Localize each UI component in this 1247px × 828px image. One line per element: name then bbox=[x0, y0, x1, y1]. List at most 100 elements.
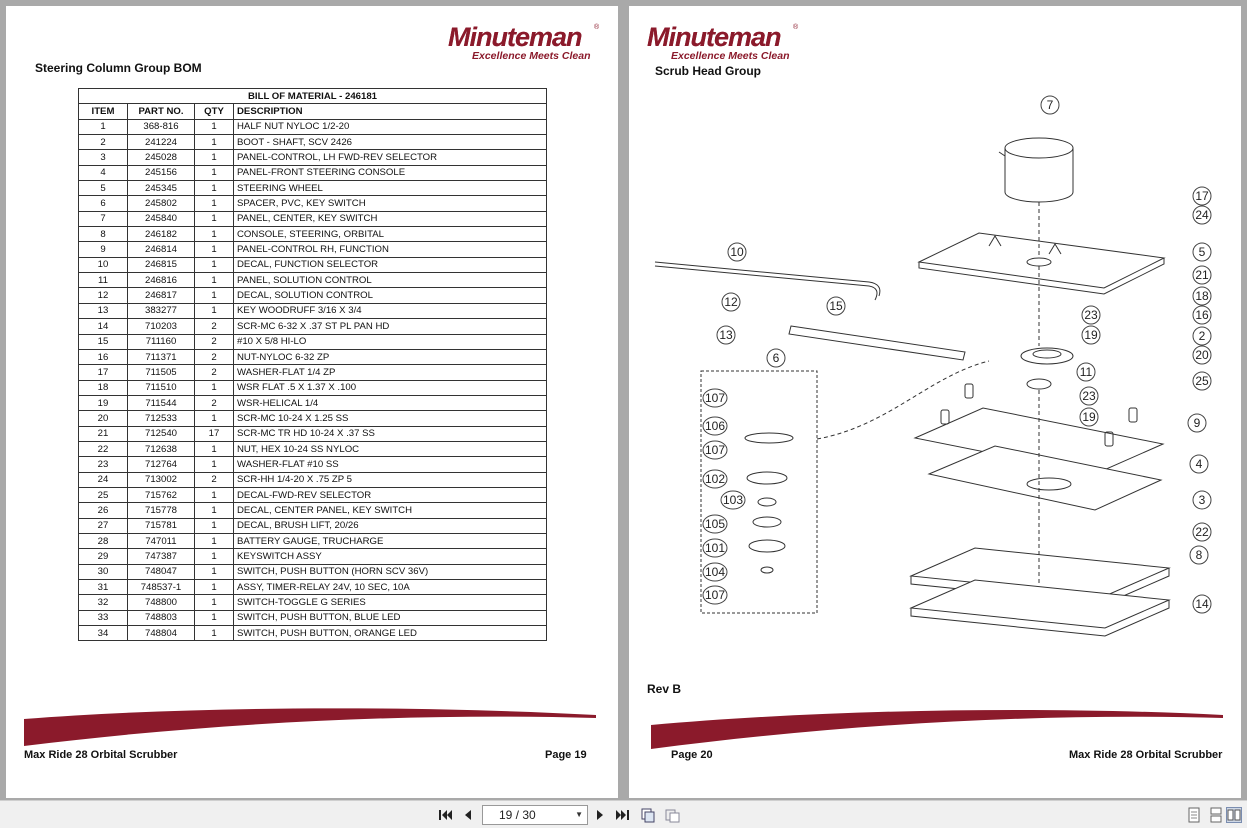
pages-view-icon[interactable] bbox=[664, 807, 680, 823]
callout-label: 23 bbox=[1084, 308, 1098, 322]
callout-label: 24 bbox=[1195, 208, 1209, 222]
callout-label: 6 bbox=[773, 351, 780, 365]
callout-label: 106 bbox=[705, 419, 725, 433]
cell-part-no: 712764 bbox=[127, 456, 195, 473]
cell-part-no: 245802 bbox=[127, 195, 195, 212]
cell-item: 20 bbox=[78, 410, 128, 427]
cell-item: 27 bbox=[78, 517, 128, 534]
cell-part-no: 241224 bbox=[127, 134, 195, 151]
cell-part-no: 711544 bbox=[127, 394, 195, 412]
cell-item: 31 bbox=[78, 578, 128, 596]
cell-part-no: 711160 bbox=[127, 333, 195, 350]
document-viewer: Minuteman ® Excellence Meets Clean Steer… bbox=[6, 6, 1241, 798]
cell-description: NUT-NYLOC 6-32 ZP bbox=[233, 348, 547, 366]
cell-item: 28 bbox=[78, 532, 128, 550]
cell-qty: 1 bbox=[194, 226, 234, 243]
cell-qty: 1 bbox=[194, 149, 234, 166]
cell-qty: 1 bbox=[194, 379, 234, 396]
callout-label: 20 bbox=[1195, 348, 1209, 362]
footer-page-number: Page 19 bbox=[545, 749, 587, 761]
cell-description: DECAL, SOLUTION CONTROL bbox=[233, 287, 547, 304]
cell-qty: 1 bbox=[194, 195, 234, 212]
cell-item: 29 bbox=[78, 548, 128, 565]
cell-part-no: 711505 bbox=[127, 364, 195, 381]
callout-bubble bbox=[716, 325, 736, 345]
cell-item: 30 bbox=[78, 563, 128, 581]
cell-description: WASHER-FLAT #10 SS bbox=[233, 456, 547, 473]
cell-description: PANEL-CONTROL, LH FWD-REV SELECTOR bbox=[233, 149, 547, 166]
cell-qty: 1 bbox=[194, 134, 234, 151]
page-number-input[interactable]: 19 / 30 ▼ bbox=[482, 805, 588, 825]
cell-description: SWITCH, PUSH BUTTON (HORN SCV 36V) bbox=[233, 563, 547, 581]
cell-item: 10 bbox=[78, 256, 128, 274]
cell-part-no: 368-816 bbox=[127, 118, 195, 136]
cell-item: 3 bbox=[78, 149, 128, 166]
callout-label: 5 bbox=[1199, 245, 1206, 259]
cell-description: DECAL, CENTER PANEL, KEY SWITCH bbox=[233, 502, 547, 519]
cell-description: WASHER-FLAT 1/4 ZP bbox=[233, 364, 547, 381]
cell-qty: 2 bbox=[194, 471, 234, 488]
cell-item: 33 bbox=[78, 609, 128, 627]
callout-bubble bbox=[702, 538, 728, 558]
cell-description: HALF NUT NYLOC 1/2-20 bbox=[233, 118, 547, 136]
callout-bubble bbox=[720, 490, 746, 510]
callout-label: 22 bbox=[1195, 525, 1209, 539]
cell-qty: 1 bbox=[194, 563, 234, 581]
header-part-no: PART NO. bbox=[127, 103, 195, 120]
callout-bubble bbox=[1192, 242, 1212, 262]
callout-bubble bbox=[826, 296, 846, 316]
cell-part-no: 245345 bbox=[127, 180, 195, 197]
continuous-view-icon[interactable] bbox=[1208, 807, 1224, 823]
callout-label: 13 bbox=[719, 328, 733, 342]
first-page-icon[interactable] bbox=[438, 807, 454, 823]
cell-item: 24 bbox=[78, 471, 128, 488]
copy-page-icon[interactable] bbox=[640, 807, 656, 823]
callout-bubble bbox=[1040, 95, 1060, 115]
cell-item: 14 bbox=[78, 318, 128, 335]
cell-qty: 2 bbox=[194, 364, 234, 381]
cell-qty: 1 bbox=[194, 287, 234, 304]
callout-label: 23 bbox=[1082, 389, 1096, 403]
cell-description: SWITCH, PUSH BUTTON, ORANGE LED bbox=[233, 625, 547, 642]
cell-description: PANEL-CONTROL RH, FUNCTION bbox=[233, 241, 547, 258]
cell-item: 26 bbox=[78, 502, 128, 519]
cell-item: 19 bbox=[78, 394, 128, 412]
callout-label: 21 bbox=[1195, 268, 1209, 282]
callout-bubble bbox=[1192, 594, 1212, 614]
callout-bubble bbox=[1076, 362, 1096, 382]
cell-item: 1 bbox=[78, 118, 128, 136]
cell-part-no: 245840 bbox=[127, 210, 195, 228]
callout-bubble bbox=[1192, 286, 1212, 306]
callout-label: 12 bbox=[724, 295, 738, 309]
single-page-view-icon[interactable] bbox=[1186, 807, 1202, 823]
minuteman-logo: Minuteman ® Excellence Meets Clean bbox=[448, 22, 600, 62]
cell-description: STEERING WHEEL bbox=[233, 180, 547, 197]
last-page-icon[interactable] bbox=[614, 807, 630, 823]
two-page-view-icon[interactable] bbox=[1226, 807, 1242, 823]
prev-page-icon[interactable] bbox=[460, 807, 476, 823]
cell-qty: 1 bbox=[194, 210, 234, 228]
cell-qty: 1 bbox=[194, 410, 234, 427]
callout-bubble bbox=[1079, 386, 1099, 406]
cell-item: 2 bbox=[78, 134, 128, 151]
next-page-icon[interactable] bbox=[592, 807, 608, 823]
cell-qty: 1 bbox=[194, 609, 234, 627]
callout-bubble bbox=[1192, 186, 1212, 206]
callout-bubble bbox=[1081, 325, 1101, 345]
cell-item: 6 bbox=[78, 195, 128, 212]
cell-description: WSR-HELICAL 1/4 bbox=[233, 394, 547, 412]
cell-part-no: 712533 bbox=[127, 410, 195, 427]
callout-label: 11 bbox=[1080, 365, 1093, 379]
callout-label: 107 bbox=[705, 391, 725, 405]
cell-part-no: 246816 bbox=[127, 272, 195, 289]
callout-label: 25 bbox=[1195, 374, 1209, 388]
